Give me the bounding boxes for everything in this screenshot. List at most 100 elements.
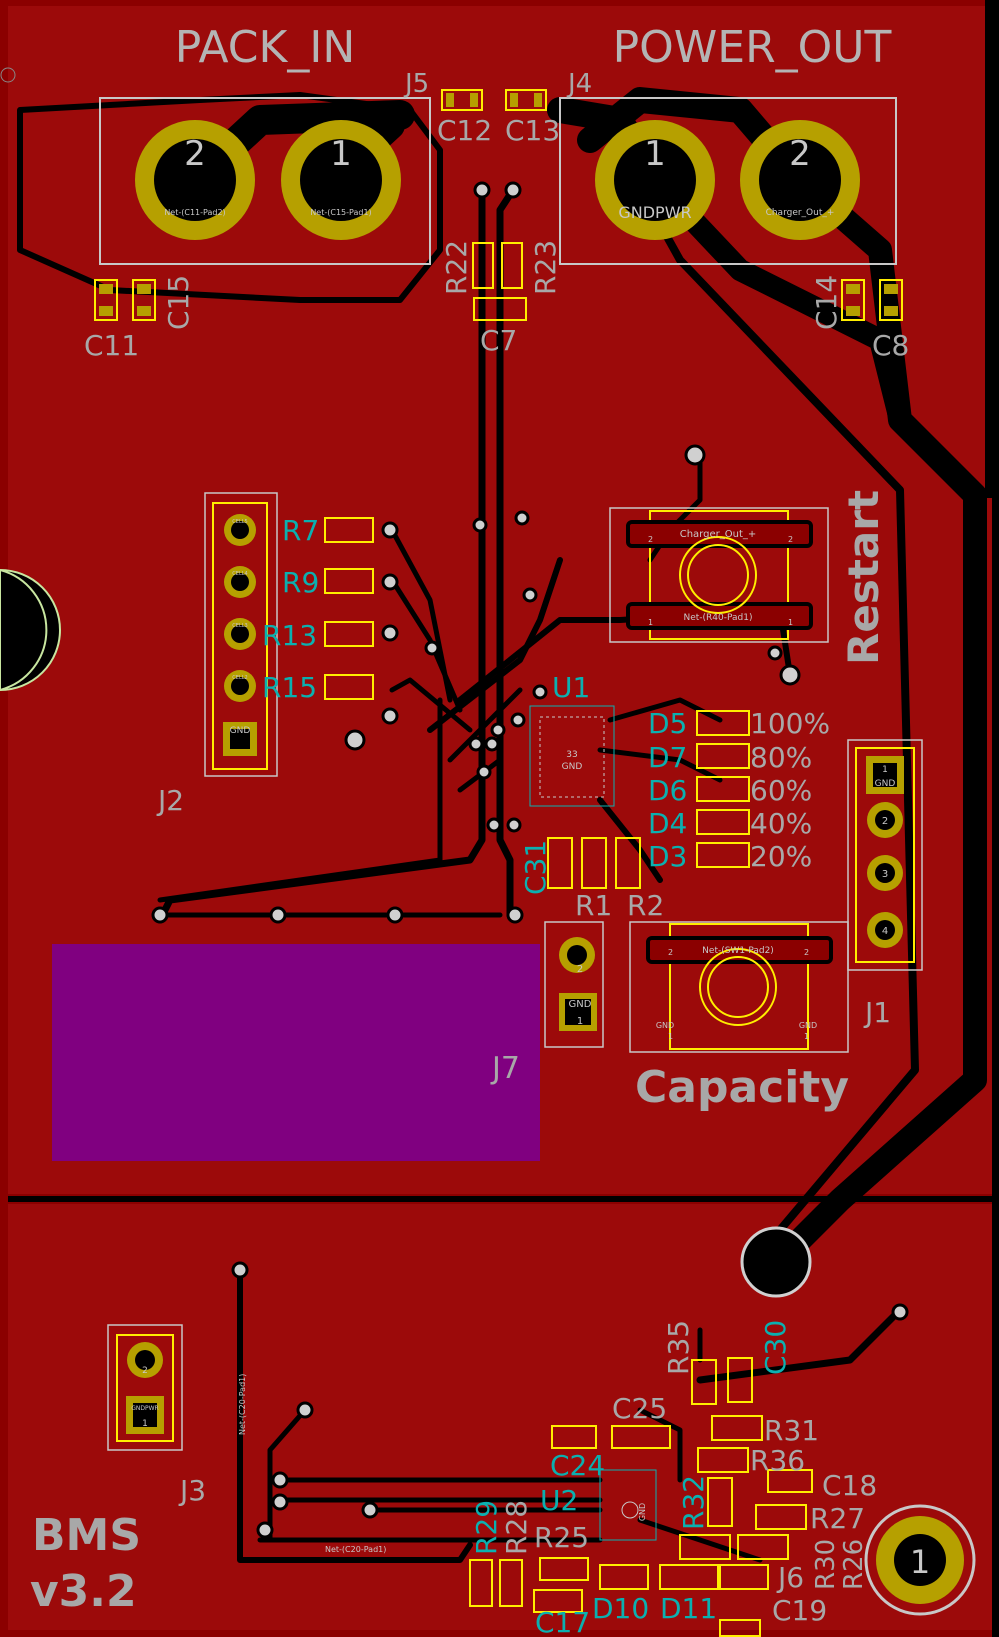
ref-r29: R29 xyxy=(470,1500,503,1555)
j2-pin-3-net: CELL3 xyxy=(232,623,247,629)
ref-u2: U2 xyxy=(540,1484,578,1517)
restart-pad-num-1l: 1 xyxy=(648,618,653,627)
capacity-button[interactable] xyxy=(699,948,777,1026)
ref-c14: C14 xyxy=(810,275,843,330)
restart-label: Restart xyxy=(839,490,888,665)
restart-pad-num-2l: 2 xyxy=(648,535,653,544)
ref-c17: C17 xyxy=(535,1606,590,1637)
ref-j3: J3 xyxy=(178,1474,206,1507)
capacity-pad-gnd-l: GND xyxy=(656,1021,674,1030)
u1-thermal-pad-net: GND xyxy=(562,762,583,772)
j3-pin-1-num: 1 xyxy=(142,1419,148,1429)
led-ref-d4: D4 xyxy=(648,807,687,840)
net-c20-horizontal: Net-(C20-Pad1) xyxy=(325,1545,386,1554)
net-c20-vertical: Net-(C20-Pad1) xyxy=(238,1374,247,1435)
capacity-pad-num-1l: 1 xyxy=(668,1032,673,1041)
ref-r9: R9 xyxy=(282,566,319,599)
u1-ic: 33 GND xyxy=(529,705,615,807)
j7-keepout-zone xyxy=(52,944,540,1161)
u2-gnd-net: GND xyxy=(638,1503,647,1521)
ref-r26: R26 xyxy=(839,1539,869,1590)
j1-pin-1-net: GND xyxy=(875,779,896,789)
two-pin-pad-2-num: 2 xyxy=(577,964,583,975)
ref-r1: R1 xyxy=(575,889,612,922)
two-pin-pad-1-num: 1 xyxy=(577,1016,583,1027)
reference-labels: J5 J4 C12 C13 R22 R23 C7 C11 C15 C14 C8 … xyxy=(84,69,909,1637)
restart-net-bottom: Net-(R40-Pad1) xyxy=(684,613,753,623)
two-pin-pad-1-net: GND xyxy=(569,999,592,1010)
power-out-connector: 1 GNDPWR 2 Charger_Out_+ xyxy=(559,97,897,265)
mounting-pad-num: 1 xyxy=(910,1543,930,1581)
ref-r13: R13 xyxy=(262,619,317,652)
vias xyxy=(151,181,909,1539)
ref-j4: J4 xyxy=(566,69,592,99)
ref-c31: C31 xyxy=(519,840,552,895)
ref-r15: R15 xyxy=(262,671,317,704)
u2-ic: GND xyxy=(599,1469,657,1541)
j2-pin-1-net: GND xyxy=(230,726,251,736)
power-out-pad-2-num: 2 xyxy=(789,134,811,174)
j7-label: J7 xyxy=(490,1051,520,1086)
led-ref-d7: D7 xyxy=(648,741,687,774)
ref-j6: J6 xyxy=(776,1561,804,1594)
capacity-switch: Net-(SW1-Pad2) GND GND 2 2 1 1 xyxy=(629,921,849,1053)
led-pct-d4: 40% xyxy=(750,807,812,840)
led-indicators: D5 100% D7 80% D6 60% D4 40% D3 20% xyxy=(648,707,830,873)
j2-pin-2-net: CELL2 xyxy=(232,675,247,681)
pack-in-connector: 2 Net-(C11-Pad2) 1 Net-(C15-Pad1) xyxy=(99,97,431,265)
pack-in-label: PACK_IN xyxy=(175,22,356,73)
ref-j1: J1 xyxy=(863,996,891,1029)
ref-c30: C30 xyxy=(759,1320,792,1375)
restart-switch: Charger_Out_+ Net-(R40-Pad1) 2 2 1 1 xyxy=(609,507,829,643)
mounting-pad[interactable] xyxy=(864,1504,976,1616)
restart-net-top: Charger_Out_+ xyxy=(680,529,757,540)
ref-c25: C25 xyxy=(612,1392,667,1425)
restart-pad-num-2r: 2 xyxy=(788,535,793,544)
j2-pin-4-net: CELL4 xyxy=(232,571,247,577)
ref-r22: R22 xyxy=(440,240,473,295)
two-pin-header: 2 GND 1 xyxy=(544,921,604,1048)
ref-r25: R25 xyxy=(534,1521,589,1554)
ref-r35: R35 xyxy=(662,1320,695,1375)
mounting-hole xyxy=(740,1226,812,1298)
ref-d10: D10 xyxy=(592,1592,649,1625)
ref-r2: R2 xyxy=(627,889,664,922)
capacity-label: Capacity xyxy=(635,1062,849,1113)
ref-r7: R7 xyxy=(282,514,319,547)
capacity-pad-num-2l: 2 xyxy=(668,948,673,957)
ref-c12: C12 xyxy=(437,114,492,147)
pack-in-pad-1-num: 1 xyxy=(330,134,352,174)
ref-c15: C15 xyxy=(162,275,195,330)
u1-thermal-pad-num: 33 xyxy=(566,750,577,760)
led-pct-d7: 80% xyxy=(750,741,812,774)
capacity-pad-num-2r: 2 xyxy=(804,948,809,957)
left-cutout xyxy=(0,568,61,692)
pack-in-pad-2-net: Net-(C11-Pad2) xyxy=(164,208,225,217)
power-out-pad-1-net: GNDPWR xyxy=(618,203,691,222)
led-pct-d5: 100% xyxy=(750,707,830,740)
tracks xyxy=(17,87,987,1563)
ref-u1: U1 xyxy=(552,671,590,704)
power-out-pad-1-num: 1 xyxy=(644,134,666,174)
ref-r23: R23 xyxy=(529,240,562,295)
ref-j2: J2 xyxy=(156,784,184,817)
restart-pad-num-1r: 1 xyxy=(788,618,793,627)
j3-pin-2-num: 2 xyxy=(142,1366,148,1376)
power-out-label: POWER_OUT xyxy=(613,22,892,73)
board-version: v3.2 xyxy=(30,1566,137,1617)
ref-c24: C24 xyxy=(550,1449,605,1482)
ref-r32: R32 xyxy=(677,1475,710,1530)
led-pct-d3: 20% xyxy=(750,840,812,873)
ref-r30: R30 xyxy=(811,1539,841,1590)
power-out-pad-2-net: Charger_Out_+ xyxy=(766,208,835,218)
ref-r36: R36 xyxy=(750,1444,805,1477)
ref-r31: R31 xyxy=(764,1414,819,1447)
j2-pin-5-net: CELL5 xyxy=(232,519,247,525)
fiducial xyxy=(0,67,16,83)
j1-pin-3-num: 3 xyxy=(882,869,888,880)
j3-pin-1-net: GNDPWR xyxy=(131,1405,158,1412)
j2-cell-header: CELL5 CELL4 CELL3 CELL2 GND xyxy=(204,492,278,777)
ref-c19: C19 xyxy=(772,1594,827,1627)
ref-c13: C13 xyxy=(505,114,560,147)
restart-button[interactable] xyxy=(679,536,757,614)
